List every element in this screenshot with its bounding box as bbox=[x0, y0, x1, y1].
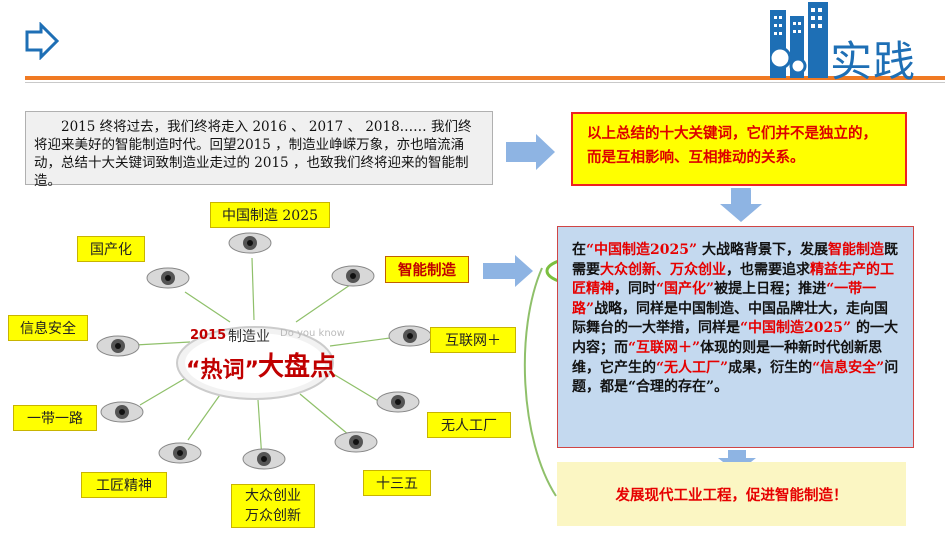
explanation-panel: 在“中国制造2025” 大战略背景下，发展智能制造既需要大众创新、万众创业，也需… bbox=[557, 226, 914, 448]
logo-text: 实践 bbox=[830, 37, 917, 86]
badge-title: 大盘点 bbox=[258, 352, 337, 382]
highlight-span: 大众创新、万众创业 bbox=[600, 261, 726, 278]
keyword-unmanned-factory: 无人工厂 bbox=[427, 412, 511, 438]
keyword-innovation-line1: 大众创业 bbox=[245, 488, 301, 504]
text-span: 被提上日程；推进 bbox=[714, 281, 827, 298]
keyword-innovation-line2: 万众创新 bbox=[245, 508, 301, 524]
arrow-right-smart bbox=[483, 255, 533, 287]
text-span: ，同时 bbox=[614, 281, 656, 298]
highlight-span: “一带一路” bbox=[572, 281, 877, 317]
header-arrow-icon bbox=[25, 22, 60, 60]
badge-english: Do you know bbox=[280, 328, 345, 339]
text-span: 的一大内容；而 bbox=[572, 320, 898, 356]
arrow-down-top bbox=[720, 188, 762, 222]
text-span: 既需要 bbox=[572, 242, 898, 278]
arrow-down-bottom bbox=[718, 450, 756, 473]
highlight-span: 精益生产的工匠精神 bbox=[572, 261, 894, 298]
highlight-span: “无人工厂” bbox=[656, 359, 729, 376]
logo-icon bbox=[770, 2, 828, 78]
keyword-internet-plus: 互联网＋ bbox=[430, 327, 516, 353]
text-span: 体现的则是一种新时代创新思维，它产生的 bbox=[572, 339, 883, 376]
highlight-span: “中国制造2025” bbox=[586, 242, 698, 258]
header-grey-rule bbox=[25, 82, 945, 83]
keyword-localization: 国产化 bbox=[77, 236, 145, 262]
highlight-span: “信息安全” bbox=[812, 359, 885, 376]
text-span: 问题，都是“合理的存在”。 bbox=[572, 359, 899, 396]
header-orange-rule bbox=[25, 76, 945, 80]
text-span: 战略，同样是中国制造、中国品牌壮大，走向国际舞台的一大举措，同样是 bbox=[572, 300, 889, 337]
arrow-right-intro bbox=[506, 134, 555, 170]
smart-manufacturing-label: 智能制造 bbox=[385, 256, 469, 283]
highlight-span: “互联网＋” bbox=[628, 339, 701, 356]
highlight-span: “中国制造2025” bbox=[740, 320, 852, 337]
keyword-13th-plan: 十三五 bbox=[363, 470, 431, 496]
keyword-innovation: 大众创业 万众创新 bbox=[231, 484, 315, 528]
center-badge bbox=[176, 326, 334, 400]
highlight-span: 智能制造 bbox=[827, 242, 884, 258]
highlight-span: “国产化” bbox=[656, 281, 715, 298]
keyword-craftsman: 工匠精神 bbox=[81, 472, 167, 498]
keyword-china-2025: 中国制造 2025 bbox=[210, 202, 330, 228]
text-span: 成果，衍生的 bbox=[728, 359, 813, 376]
text-span: 在 bbox=[572, 242, 586, 258]
badge-year: 2015 bbox=[190, 328, 227, 343]
badge-industry: 制造业 bbox=[228, 329, 270, 345]
text-span: ，也需要追求 bbox=[726, 261, 810, 278]
eye-icons bbox=[96, 232, 432, 470]
conclusion-banner: 发展现代工业工程，促进智能制造！ bbox=[557, 462, 906, 526]
keyword-info-security: 信息安全 bbox=[8, 315, 88, 341]
intro-paragraph: 2015 终将过去，我们终将走入 2016 、 2017 、 2018…… 我们… bbox=[25, 111, 493, 189]
keyword-belt-road: 一带一路 bbox=[13, 405, 97, 431]
badge-hot: “热词” bbox=[186, 358, 259, 383]
summary-note: 以上总结的十大关键词，它们并不是独立的，而是互相影响、互相推动的关系。 bbox=[571, 112, 907, 186]
text-span: 大战略背景下，发展 bbox=[697, 242, 828, 258]
